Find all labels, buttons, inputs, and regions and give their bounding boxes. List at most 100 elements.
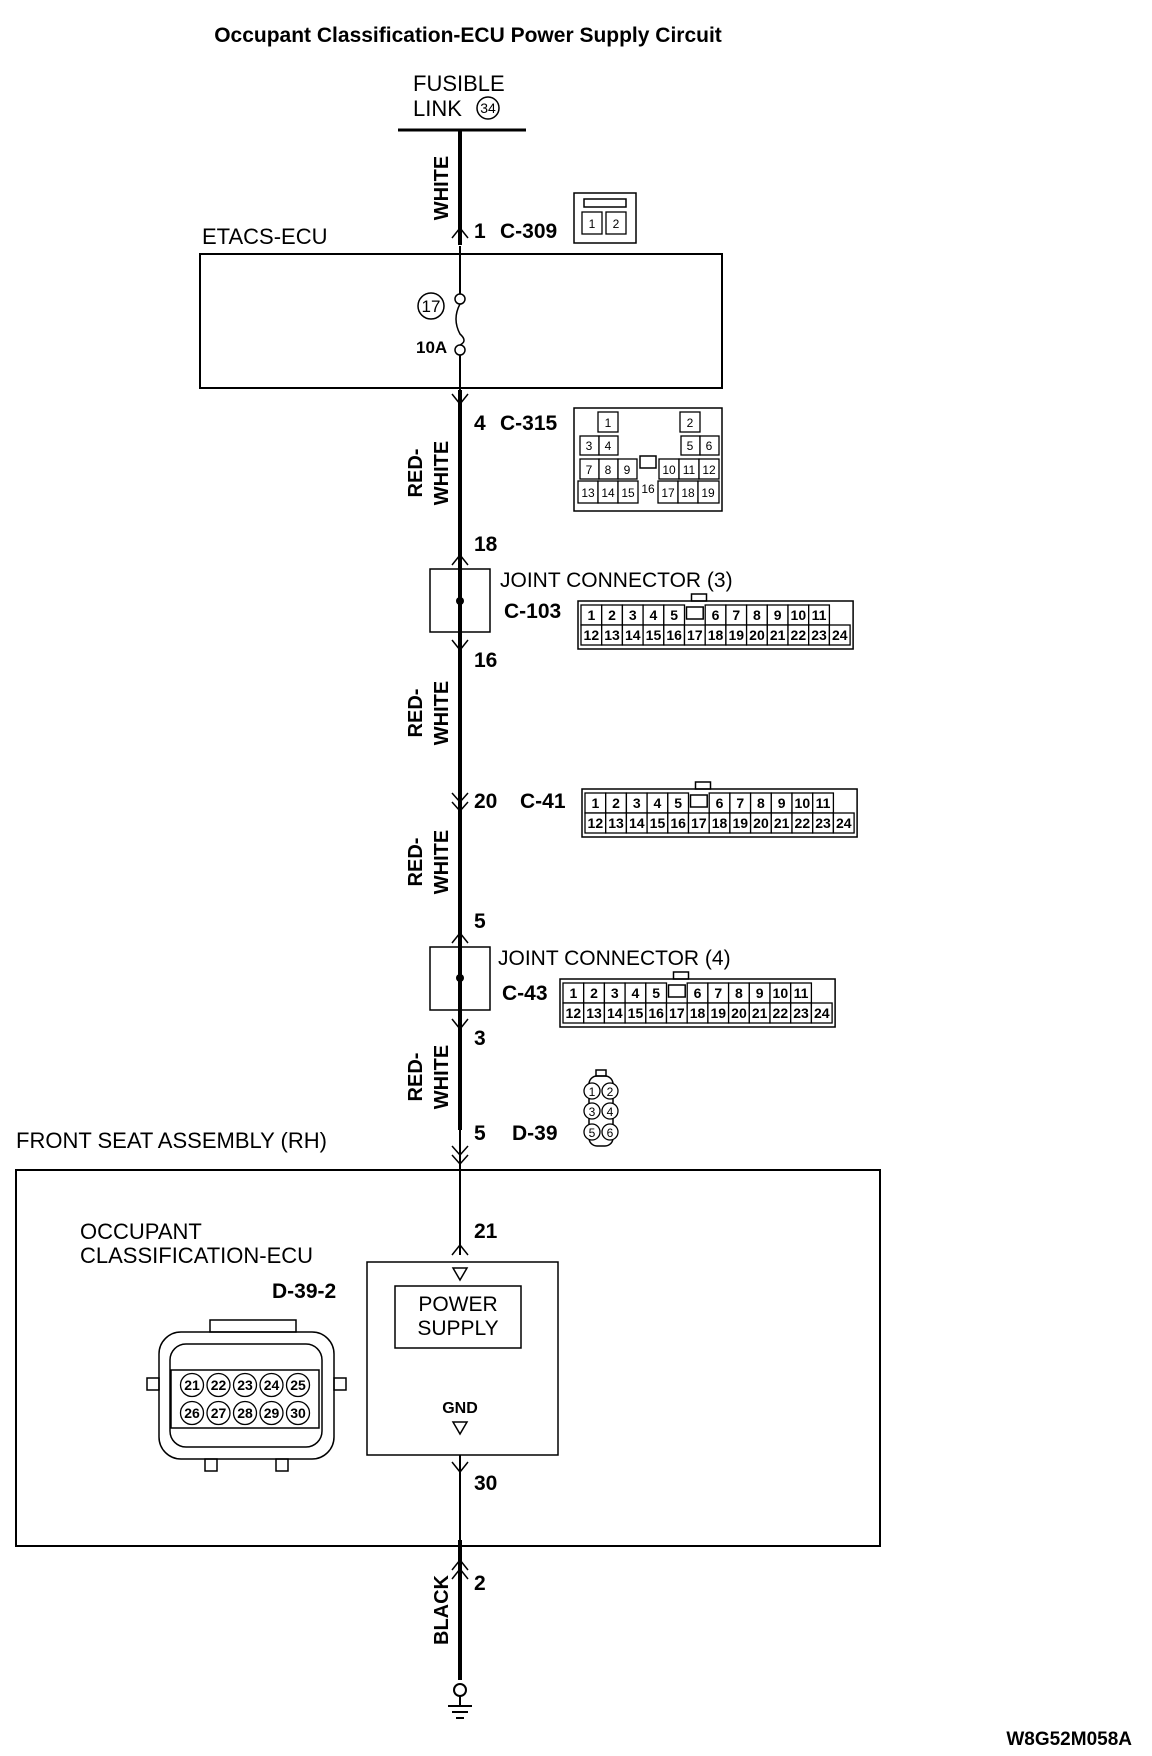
c103-pin-label: 6 bbox=[712, 607, 720, 623]
c315-housing bbox=[573, 407, 723, 512]
c41-pin-label: 19 bbox=[732, 815, 748, 831]
c43-latch bbox=[672, 971, 690, 980]
ecu-face-pin-block bbox=[170, 1369, 320, 1429]
d39-latch bbox=[595, 1069, 607, 1077]
c315-pin-label: 19 bbox=[701, 486, 715, 500]
c315-pin-label: 12 bbox=[702, 463, 716, 477]
c103-pin-label: 3 bbox=[629, 607, 637, 623]
power-block-box bbox=[366, 1261, 559, 1456]
c41-pin-label: 3 bbox=[633, 795, 641, 811]
ecu-pin-cell bbox=[179, 1400, 205, 1426]
c43-pin-label: 8 bbox=[735, 985, 743, 1001]
c41-pin-label: 6 bbox=[716, 795, 724, 811]
c315-pin-label: 11 bbox=[683, 463, 696, 477]
c41-pin-label: 1 bbox=[591, 795, 599, 811]
c103-pin-label: 10 bbox=[791, 607, 807, 623]
gnd-pin: 30 bbox=[474, 1472, 497, 1495]
ecu-pin-label: 26 bbox=[184, 1405, 200, 1421]
c41-pin-cell bbox=[832, 812, 855, 834]
joint4-out-pin: 3 bbox=[474, 1027, 486, 1050]
c43-pin-label: 5 bbox=[652, 985, 660, 1001]
ecu-pin-cell bbox=[259, 1400, 284, 1426]
ecu-face-foot bbox=[204, 1458, 218, 1472]
d39-pin-cell bbox=[601, 1123, 619, 1141]
c103-pin-label: 16 bbox=[666, 627, 682, 643]
c41-latch bbox=[694, 781, 712, 790]
c103-pin-label: 11 bbox=[812, 607, 827, 623]
front-seat-assembly: FRONT SEAT ASSEMBLY (RH) OCCUPANT CLASSI… bbox=[15, 1128, 881, 1547]
joint4-box bbox=[429, 946, 491, 1011]
c315-pin-cell bbox=[617, 458, 638, 480]
c41-pin-label: 20 bbox=[753, 815, 769, 831]
c103-pin-label: 5 bbox=[670, 607, 678, 623]
fusible-link-label-line1: FUSIBLE bbox=[413, 71, 505, 96]
c43-pin-label: 6 bbox=[694, 985, 702, 1001]
c315-pin-label: 15 bbox=[621, 486, 635, 500]
c41-pin: 20 bbox=[474, 790, 497, 813]
c315-pin-label: 16 bbox=[641, 482, 655, 496]
c41-pin-label: 9 bbox=[778, 795, 786, 811]
connector-arrow bbox=[451, 1558, 469, 1571]
connector-c315-label: C-315 bbox=[500, 412, 558, 435]
c41-pin-label: 7 bbox=[736, 795, 744, 811]
ecu-pin-label: 29 bbox=[264, 1405, 280, 1421]
c103-pin-label: 8 bbox=[753, 607, 761, 623]
c103-pin-label: 1 bbox=[587, 607, 595, 623]
connector-c315-face: 1 2 3 4 5 6 7 8 9 10 11 12 13 14 15 16 1… bbox=[573, 407, 723, 512]
power-supply-box bbox=[394, 1285, 522, 1349]
ecu-pin-label: 22 bbox=[211, 1377, 227, 1393]
connector-arrow bbox=[451, 1145, 469, 1157]
c43-pin-label: 12 bbox=[566, 1005, 582, 1021]
c103-pin-label: 17 bbox=[687, 627, 703, 643]
ecu-face-latch bbox=[209, 1319, 297, 1333]
c315-pin-cell bbox=[699, 435, 720, 456]
c315-pin-label: 17 bbox=[661, 486, 675, 500]
d39-pin-label: 2 bbox=[607, 1085, 614, 1099]
connector-arrow bbox=[451, 1243, 469, 1256]
diagram-title: Occupant Classification-ECU Power Supply… bbox=[214, 24, 722, 47]
gnd-label: GND bbox=[442, 1400, 478, 1417]
c103-pin-label: 24 bbox=[832, 627, 848, 643]
ecu-face-outer bbox=[158, 1331, 335, 1460]
ecu-pin-cell bbox=[259, 1372, 284, 1398]
connector-arrow bbox=[451, 1018, 469, 1031]
ecu-pin-cell bbox=[206, 1372, 231, 1398]
ecu-face-foot bbox=[275, 1458, 289, 1472]
connector-arrow bbox=[451, 792, 469, 804]
joint3-label: JOINT CONNECTOR (3) bbox=[500, 569, 733, 592]
c103-pin-label: 12 bbox=[584, 627, 600, 643]
wire-color-label-red: RED- bbox=[405, 1053, 427, 1102]
c43-pin-label: 7 bbox=[714, 985, 722, 1001]
c103-latch bbox=[690, 593, 708, 602]
ecu-pin-label: 27 bbox=[211, 1405, 227, 1421]
c41-pin-label: 13 bbox=[608, 815, 624, 831]
ecu-pin-cell bbox=[285, 1400, 311, 1426]
ecu-pin-label: 28 bbox=[237, 1405, 253, 1421]
d39-pin-cell bbox=[583, 1123, 601, 1141]
drawing-code: W8G52M058A bbox=[1006, 1729, 1132, 1750]
gnd-triangle-icon bbox=[451, 1421, 469, 1436]
c309-housing bbox=[573, 192, 637, 244]
c315-key bbox=[639, 455, 657, 469]
c43-pin-label: 21 bbox=[752, 1005, 768, 1021]
c309-pin-label: 2 bbox=[613, 217, 620, 231]
fuse-icon bbox=[455, 303, 465, 346]
etacs-ecu-label: ETACS-ECU bbox=[202, 224, 328, 249]
ecu-connector-label: D-39-2 bbox=[272, 1280, 336, 1303]
c43-pin-label: 10 bbox=[773, 985, 789, 1001]
power-pin: 21 bbox=[474, 1220, 498, 1243]
d39-pin-label: 3 bbox=[589, 1105, 596, 1119]
c41-pin-label: 2 bbox=[612, 795, 620, 811]
c43-pin-label: 3 bbox=[611, 985, 619, 1001]
ecu-pin-label: 25 bbox=[290, 1377, 306, 1393]
c309-pin-cell bbox=[581, 211, 603, 235]
c309-latch bbox=[583, 198, 627, 208]
c103-pin-label: 20 bbox=[749, 627, 765, 643]
c103-pin-label: 19 bbox=[728, 627, 744, 643]
fusible-link-number: 34 bbox=[480, 100, 496, 116]
d39-pin-cell bbox=[601, 1102, 619, 1120]
